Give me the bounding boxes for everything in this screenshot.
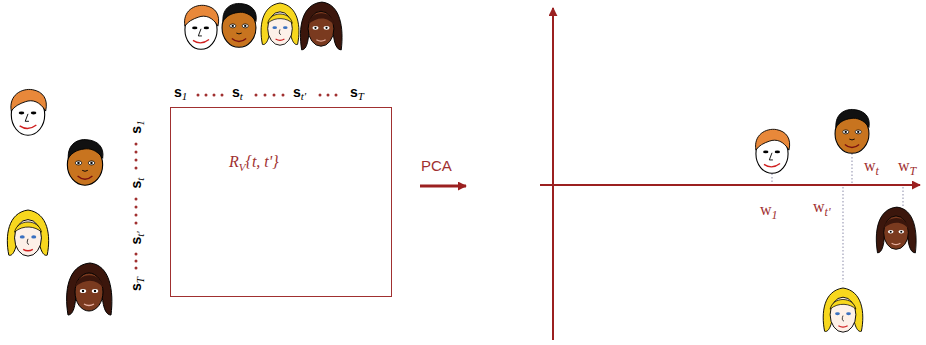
signal-label: st' bbox=[293, 84, 306, 100]
weight-label: wt bbox=[864, 158, 879, 174]
signal-label: sT bbox=[128, 277, 144, 291]
signal-label: sT bbox=[350, 84, 364, 100]
signal-label: s1 bbox=[174, 84, 187, 100]
weight-label: w1 bbox=[760, 202, 778, 218]
signal-label: st' bbox=[128, 231, 144, 244]
method-label: PCA bbox=[421, 158, 452, 173]
matrix-box: RV{t, t'} bbox=[170, 107, 392, 297]
weight-label: wT bbox=[898, 158, 916, 174]
signal-label: s1 bbox=[128, 120, 144, 133]
weight-label: wt' bbox=[813, 199, 830, 215]
matrix-label: RV{t, t'} bbox=[229, 154, 279, 170]
signal-label: st bbox=[232, 84, 243, 100]
signal-label: st bbox=[128, 178, 144, 189]
